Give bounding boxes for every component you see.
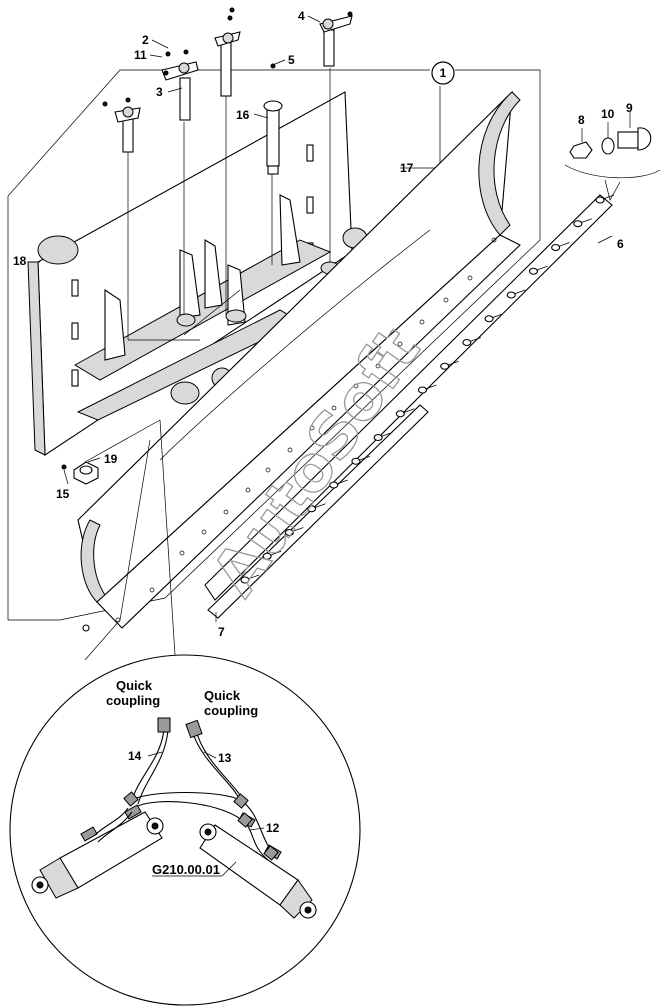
callout-leaders [32, 15, 631, 622]
callout-11: 11 [134, 48, 147, 62]
callout-8: 8 [578, 113, 585, 127]
svg-text:coupling: coupling [106, 693, 160, 708]
edge-bolt [329, 479, 348, 489]
svg-text:coupling: coupling [204, 703, 258, 718]
pin-center [214, 7, 241, 97]
dozer-blade [77, 90, 521, 629]
reference-code: G210.00.01 [152, 862, 220, 877]
alignment-lines [84, 68, 331, 621]
pin-left [102, 97, 141, 153]
edge-bolt [506, 289, 526, 299]
callout-15: 15 [56, 487, 70, 501]
pin-3 [161, 49, 199, 121]
quick-coupling-label-2: Quick coupling [204, 688, 258, 718]
edge-bolt [284, 527, 304, 537]
callout-17: 17 [400, 161, 414, 175]
edge-bolts [240, 194, 615, 584]
svg-text:Quick: Quick [116, 678, 153, 693]
edge-bolt [417, 384, 437, 394]
cylinder-left [31, 804, 164, 899]
edge-bolt [440, 360, 459, 370]
svg-text:Quick: Quick [204, 688, 241, 703]
callout-12: 12 [266, 821, 280, 835]
edge-bolt [462, 337, 481, 347]
callout-16: 16 [236, 108, 250, 122]
edge-bolt [351, 455, 371, 465]
pin-4 [319, 11, 353, 67]
edge-bolt [551, 242, 570, 252]
callout-5: 5 [288, 53, 295, 67]
hydraulic-detail-circle [9, 419, 361, 1006]
hardware-detail-8-9-10 [564, 127, 661, 201]
hydraulic-hoses [94, 717, 279, 861]
callout-4: 4 [298, 9, 305, 23]
callout-2: 2 [142, 33, 149, 47]
edge-bolt [373, 432, 393, 442]
callout-1: 1 [440, 66, 447, 80]
edge-bolt [262, 550, 282, 560]
callout-1-marker: 1 [431, 61, 455, 85]
callout-19: 19 [104, 452, 118, 466]
callout-labels: 2 11 3 4 5 16 17 6 7 18 19 15 8 10 9 14 … [13, 9, 633, 835]
detail-leaders [147, 751, 265, 877]
callout-7: 7 [218, 625, 225, 639]
edge-bolt [240, 574, 260, 584]
edge-bolt [573, 218, 592, 228]
nut-19 [61, 461, 99, 632]
callout-13: 13 [218, 751, 232, 765]
assembly-boundary [7, 69, 541, 621]
quick-coupling-label-1: Quick coupling [106, 678, 160, 708]
callout-9: 9 [626, 101, 633, 115]
edge-bolt [395, 408, 415, 418]
callout-10: 10 [601, 107, 615, 121]
callout-14: 14 [128, 749, 142, 763]
edge-bolt [484, 313, 504, 323]
edge-bolt [528, 265, 548, 275]
callout-18: 18 [13, 254, 27, 268]
callout-6: 6 [617, 237, 624, 251]
pin-16 [263, 63, 283, 175]
callout-3: 3 [156, 85, 163, 99]
edge-bolt [307, 503, 326, 513]
